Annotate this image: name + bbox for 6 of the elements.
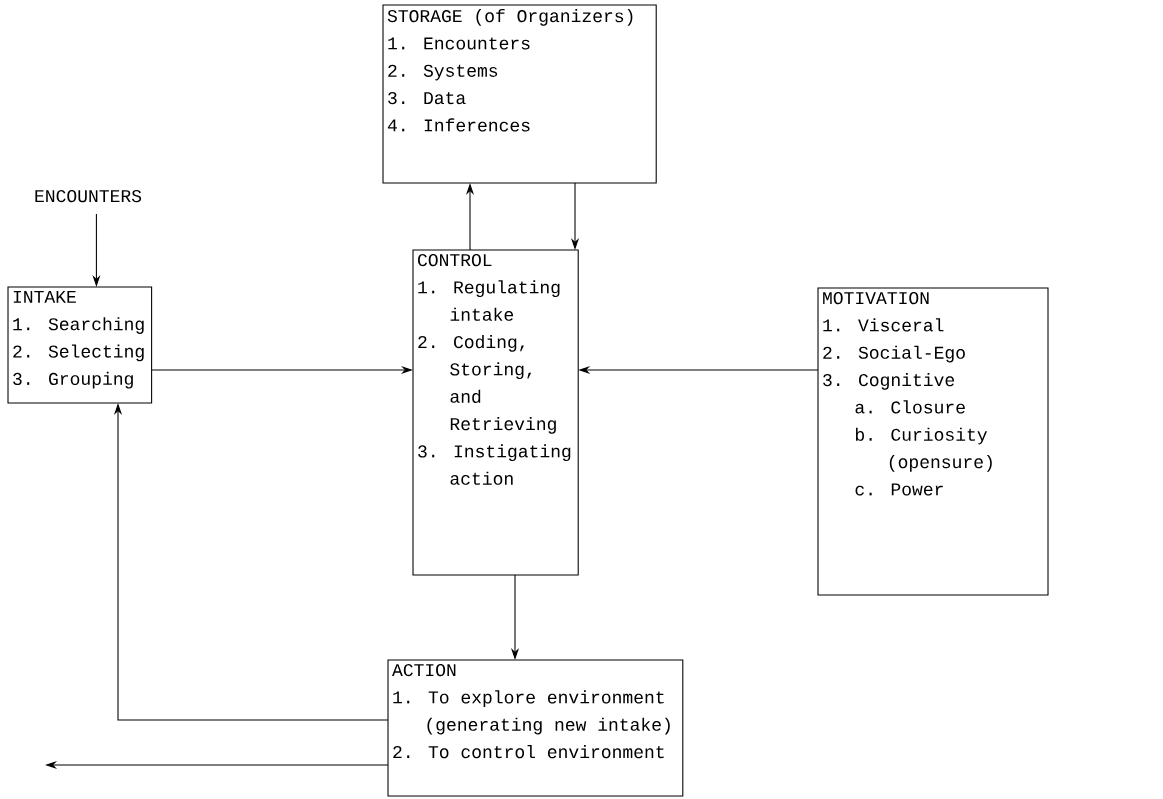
process-box: CONTROL 1. Regulating intake 2. Coding, Storing, and Retrieving 3. Instigating action — [412, 249, 579, 576]
process-box: MOTIVATION 1. Visceral 2. Social-Ego 3. Cognitive a. Closure b. Curiosity (opensure) c. Power — [817, 287, 1049, 596]
process-box: ACTION 1. To explore environment (generating new intake) 2. To control environment — [387, 659, 684, 797]
process-box: STORAGE (of Organizers) 1. Encounters 2. Systems 3. Data 4. Inferences — [382, 4, 657, 184]
process-box: INTAKE 1. Searching 2. Selecting 3. Grouping — [7, 286, 153, 404]
flow-label: ENCOUNTERS — [35, 190, 142, 203]
